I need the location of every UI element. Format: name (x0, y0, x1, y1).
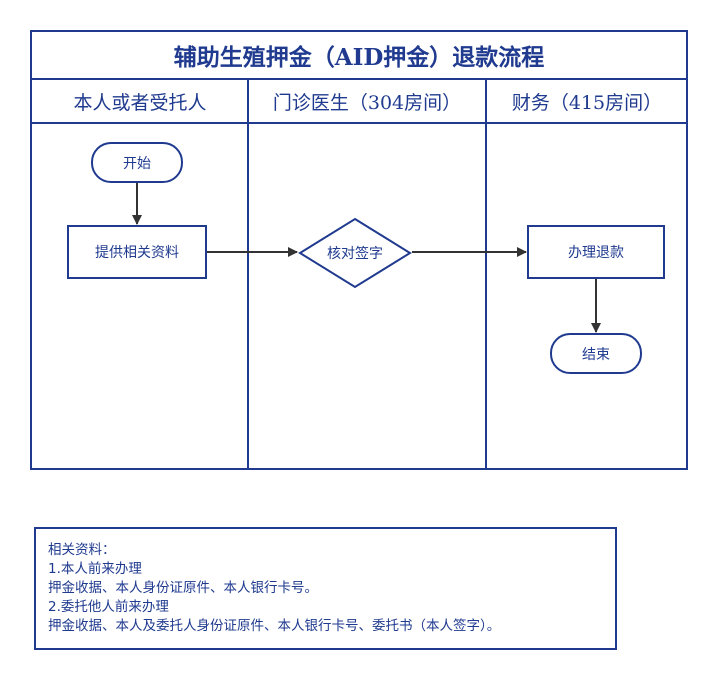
verify-sign-label: 核对签字 (327, 246, 383, 262)
notes-line: 相关资料： (48, 542, 116, 558)
notes-line: 1.本人前来办理 (48, 561, 142, 577)
start-node: 开始 (91, 142, 183, 183)
process-refund-node: 办理退款 (527, 225, 665, 279)
diagram-title: 辅助生殖押金（AID押金）退款流程 (32, 32, 686, 80)
lane-header-doctor: 门诊医生（304房间） (248, 80, 486, 124)
lane-header-finance: 财务（415房间） (486, 80, 688, 124)
notes-line: 2.委托他人前来办理 (48, 599, 169, 615)
notes-line: 押金收据、本人及委托人身份证原件、本人银行卡号、委托书（本人签字）。 (48, 618, 501, 634)
provide-documents-node: 提供相关资料 (67, 225, 207, 279)
lane-header-applicant: 本人或者受托人 (32, 80, 248, 124)
lane-divider (485, 80, 487, 470)
end-node: 结束 (550, 333, 642, 374)
notes-box: 相关资料： 1.本人前来办理 押金收据、本人身份证原件、本人银行卡号。 2.委托… (34, 527, 617, 650)
diamond-shape (298, 217, 412, 289)
swimlane-diagram: 辅助生殖押金（AID押金）退款流程 本人或者受托人 门诊医生（304房间） 财务… (30, 30, 688, 470)
verify-sign-node: 核对签字 (298, 217, 412, 289)
lane-divider (247, 80, 249, 470)
notes-line: 押金收据、本人身份证原件、本人银行卡号。 (48, 580, 318, 596)
